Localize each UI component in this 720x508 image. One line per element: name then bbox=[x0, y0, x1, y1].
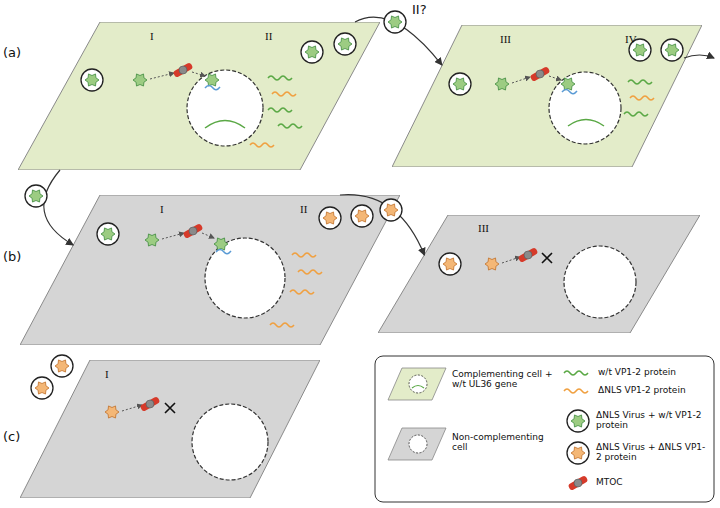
stage-numeral: I bbox=[160, 203, 164, 216]
cell-outline bbox=[378, 215, 700, 333]
transfer-arrow bbox=[44, 170, 73, 245]
stage-numeral: III bbox=[478, 222, 489, 235]
illustration-part bbox=[205, 74, 219, 86]
illustration-part bbox=[661, 39, 683, 61]
illustration-part bbox=[25, 185, 47, 207]
stage-numeral: I bbox=[105, 368, 109, 381]
illustration-part bbox=[561, 78, 575, 90]
legend-text: ΔNLS VP1-2 protein bbox=[598, 385, 710, 395]
illustration-part bbox=[388, 428, 446, 460]
cell-outline bbox=[20, 360, 320, 498]
legend-text: ΔNLS Virus + w/t VP1-2 protein bbox=[596, 410, 711, 431]
non-complementing-cell: III bbox=[378, 215, 700, 333]
illustration-part bbox=[409, 375, 427, 393]
illustration-part bbox=[384, 11, 406, 33]
illustration-part bbox=[564, 389, 588, 393]
illustration-part bbox=[380, 199, 402, 221]
stage-numeral: IV bbox=[625, 33, 637, 46]
panel-label: (c) bbox=[3, 430, 20, 445]
illustration-part bbox=[205, 238, 285, 318]
legend-text: Complementing cell + w/t UL36 gene bbox=[452, 369, 556, 390]
panel-label: (a) bbox=[3, 46, 21, 61]
legend-text: MTOC bbox=[596, 477, 711, 487]
illustration-part bbox=[684, 55, 714, 58]
legend-text: Non-complementing cell bbox=[452, 432, 556, 453]
illustration-part bbox=[301, 41, 323, 63]
panel-label: (b) bbox=[3, 250, 21, 265]
illustration-part bbox=[388, 368, 446, 400]
illustration-part bbox=[375, 356, 714, 502]
illustration-part bbox=[31, 377, 53, 399]
illustration-part bbox=[562, 90, 577, 94]
cell-shape bbox=[18, 22, 380, 170]
cell-shape bbox=[392, 25, 702, 167]
stage-label: II? bbox=[412, 3, 427, 18]
cell-outline bbox=[392, 25, 702, 167]
illustration-part bbox=[334, 33, 356, 55]
illustration-part bbox=[97, 223, 119, 245]
illustration-part bbox=[549, 72, 621, 144]
cell-shape bbox=[20, 360, 320, 498]
illustration-part bbox=[205, 121, 245, 129]
stage-numeral: I bbox=[150, 30, 154, 43]
stage-numeral: II bbox=[300, 203, 307, 216]
illustration-part bbox=[567, 442, 589, 464]
illustration-part bbox=[449, 73, 471, 95]
illustration-part bbox=[568, 475, 589, 491]
illustration-part bbox=[564, 371, 588, 375]
illustration-part bbox=[205, 86, 220, 90]
illustration-part bbox=[319, 207, 341, 229]
illustration-part bbox=[216, 250, 231, 254]
illustration-part bbox=[192, 404, 268, 480]
stage-numeral: III bbox=[500, 33, 511, 46]
cell-shape bbox=[378, 215, 700, 333]
illustration-part bbox=[412, 386, 424, 389]
cell-shape bbox=[20, 195, 400, 345]
complementing-cell: III IV bbox=[392, 25, 702, 167]
legend-text: w/t VP1-2 protein bbox=[598, 367, 710, 377]
legend-box bbox=[375, 356, 714, 502]
non-complementing-cell: I bbox=[20, 360, 320, 498]
illustration-part bbox=[51, 355, 73, 377]
illustration-part bbox=[439, 253, 461, 275]
illustration-part bbox=[409, 435, 427, 453]
legend-text: ΔNLS Virus + ΔNLS VP1-2 protein bbox=[596, 442, 711, 463]
illustration-part bbox=[351, 205, 373, 227]
illustration-part bbox=[567, 410, 589, 432]
illustration-part bbox=[568, 120, 604, 127]
illustration-part bbox=[564, 246, 636, 318]
illustration-part bbox=[81, 69, 103, 91]
stage-numeral: II bbox=[265, 30, 272, 43]
illustration-part bbox=[187, 70, 263, 146]
